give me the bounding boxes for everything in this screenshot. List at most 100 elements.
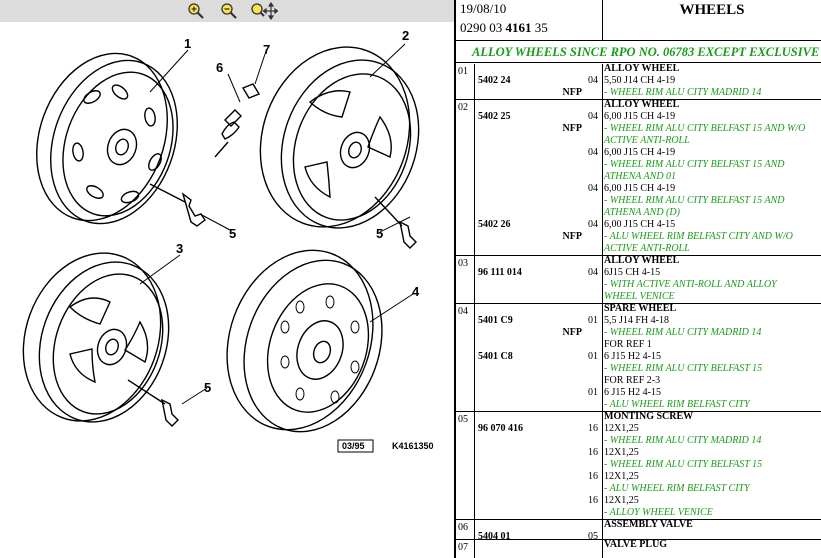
exploded-view-panel: 1 2 3 4 5 5 5 6 7 03/95 K4161350 — [0, 0, 454, 453]
drawing-date-stamp: 03/95 — [342, 441, 365, 451]
part-description: 6,00 J15 CH 4-19 — [604, 111, 676, 122]
row-number: 04 — [458, 306, 468, 317]
applicability-note: - WHEEL RIM ALU CITY BELFAST 15 AND — [604, 159, 785, 170]
part-description: FOR REF 2-3 — [604, 375, 661, 386]
part-title: ALLOY WHEEL — [604, 99, 680, 110]
part-description: 6 J15 H2 4-15 — [604, 387, 661, 398]
header-reference: 0290 03 4161 35 — [460, 20, 548, 35]
valve-drawing — [214, 83, 261, 158]
part-number: 5401 C9 — [478, 315, 513, 326]
wheel-4-drawing — [226, 249, 383, 433]
applicability-note: ACTIVE ANTI-ROLL — [604, 135, 690, 146]
quantity: 04 — [588, 75, 598, 86]
quantity: 01 — [588, 315, 598, 326]
part-description: 5,50 J14 CH 4-19 — [604, 75, 676, 86]
quantity: 16 — [588, 447, 598, 458]
callout-6: 6 — [216, 60, 224, 75]
wheel-1-drawing — [36, 52, 206, 227]
row-number: 05 — [458, 414, 468, 425]
quantity: 04 — [588, 147, 598, 158]
nfp-flag: NFP — [562, 123, 582, 134]
wheel-2-drawing — [259, 46, 420, 249]
drawing-reference: K4161350 — [392, 441, 434, 451]
drawing-labels: 1 2 3 4 5 5 5 6 7 03/95 K4161350 — [176, 28, 434, 451]
applicability-note: - ALLOY WHEEL VENICE — [604, 507, 713, 518]
applicability-note: - ALU WHEEL RIM BELFAST CITY — [604, 399, 750, 410]
viewer-toolbar — [0, 0, 454, 22]
part-description: 5,5 J14 FH 4-18 — [604, 315, 670, 326]
part-title: ALLOY WHEEL — [604, 255, 680, 266]
section-banner: ALLOY WHEELS SINCE RPO NO. 06783 EXCEPT … — [456, 41, 821, 63]
part-description: 6J15 CH 4-15 — [604, 267, 661, 278]
applicability-note: - WHEEL RIM ALU CITY MADRID 14 — [604, 327, 762, 338]
part-row-06[interactable]: 06 ASSEMBLY VALVE 5404 01 05 — [456, 519, 821, 542]
applicability-note: - WITH ACTIVE ANTI-ROLL AND ALLOY — [604, 279, 777, 290]
part-title: SPARE WHEEL — [604, 303, 677, 314]
part-number: 5404 01 — [478, 531, 511, 542]
quantity: 04 — [588, 111, 598, 122]
applicability-note: WHEEL VENICE — [604, 291, 675, 302]
wheel-3-drawing — [22, 252, 179, 427]
part-description: 12X1,25 — [604, 471, 639, 482]
quantity: 16 — [588, 423, 598, 434]
quantity: 04 — [588, 183, 598, 194]
applicability-note: ATHENA AND (D) — [604, 207, 680, 218]
part-row-07[interactable]: 07 VALVE PLUG — [456, 539, 821, 558]
applicability-note: ATHENA AND 01 — [604, 171, 677, 182]
row-number: 01 — [458, 66, 468, 77]
quantity: 16 — [588, 471, 598, 482]
part-number: 96 070 416 — [478, 423, 523, 434]
part-number: 96 111 014 — [478, 267, 522, 278]
nfp-flag: NFP — [562, 231, 582, 242]
callout-3: 3 — [176, 241, 184, 256]
nfp-flag: NFP — [562, 87, 582, 98]
quantity: 05 — [588, 531, 598, 542]
quantity: 01 — [588, 351, 598, 362]
row-number: 03 — [458, 258, 468, 269]
row-number: 07 — [458, 542, 468, 553]
applicability-note: - WHEEL RIM ALU CITY MADRID 14 — [604, 87, 762, 98]
part-number: 5402 25 — [478, 111, 511, 122]
callout-5c: 5 — [204, 380, 212, 395]
quantity: 04 — [588, 219, 598, 230]
zoom-out-icon[interactable] — [219, 1, 239, 21]
quantity: 01 — [588, 387, 598, 398]
wheel-exploded-drawing — [22, 43, 420, 453]
header-date: 19/08/10 — [460, 1, 507, 16]
applicability-note: - WHEEL RIM ALU CITY BELFAST 15 AND — [604, 195, 785, 206]
part-number: 5402 26 — [478, 219, 511, 230]
part-title: ASSEMBLY VALVE — [604, 519, 693, 530]
applicability-note: - WHEEL RIM ALU CITY BELFAST 15 — [604, 363, 763, 374]
parts-header: 19/08/10 0290 03 4161 35 WHEELS — [456, 0, 821, 41]
part-description: 6,00 J15 CH 4-15 — [604, 219, 676, 230]
part-row-03[interactable]: 03 ALLOY WHEEL 96 111 014 04 6J15 CH 4-15- W… — [456, 255, 821, 304]
callout-7: 7 — [263, 42, 271, 57]
callout-5b: 5 — [376, 226, 384, 241]
applicability-note: ACTIVE ANTI-ROLL — [604, 243, 690, 254]
applicability-note: - ALU WHEEL RIM BELFAST CITY — [604, 483, 750, 494]
part-description: 6,00 J15 CH 4-19 — [604, 147, 676, 158]
applicability-note: - WHEEL RIM ALU CITY BELFAST 15 — [604, 459, 763, 470]
callout-2: 2 — [402, 28, 410, 43]
pan-icon[interactable] — [250, 1, 278, 21]
quantity: 16 — [588, 495, 598, 506]
part-title: VALVE PLUG — [604, 539, 668, 550]
part-title: ALLOY WHEEL — [604, 63, 680, 74]
part-description: 6 J15 H2 4-15 — [604, 351, 661, 362]
nfp-flag: NFP — [562, 327, 582, 338]
panel-divider[interactable] — [454, 0, 456, 558]
callout-1: 1 — [184, 36, 192, 51]
row-number: 06 — [458, 522, 468, 533]
applicability-note: - WHEEL RIM ALU CITY MADRID 14 — [604, 435, 762, 446]
zoom-in-icon[interactable] — [186, 1, 206, 21]
part-description: 12X1,25 — [604, 447, 639, 458]
callout-5a: 5 — [229, 226, 237, 241]
callout-4: 4 — [412, 284, 420, 299]
quantity: 04 — [588, 267, 598, 278]
part-number: 5402 24 — [478, 75, 511, 86]
row-number: 02 — [458, 102, 468, 113]
